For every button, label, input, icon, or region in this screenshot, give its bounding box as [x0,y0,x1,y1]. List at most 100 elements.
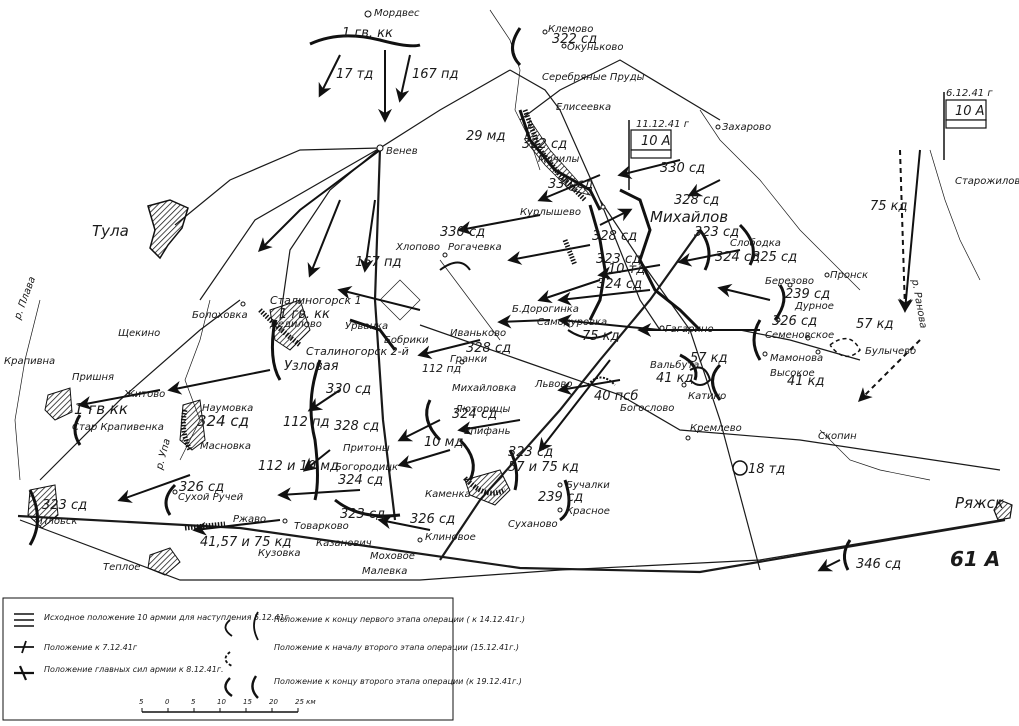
unit-label: 323 сд [340,507,385,522]
legend-label: Положение к концу первого этапа операции… [274,615,525,624]
unit-label: 330 сд [660,161,705,176]
town-label: Высокое [770,368,815,379]
flag-10a-0612: 6.12.41 г 10 А [943,88,993,160]
town-label: Дурное [794,301,834,312]
unit-label: 167 пд [412,67,458,82]
attack-arrows [77,50,921,572]
legend-label: Исходное положение 10 армии для наступле… [44,613,289,622]
town-label: Плоьск [40,516,77,527]
river-label: р. Упа [154,438,173,472]
legend-item: Положение к 7.12.41г [14,640,138,654]
unit-label: 75 кд [582,329,620,344]
town-markers [172,10,830,543]
town-label: Сухой Ручей [178,492,244,503]
town-label: Епифань [464,426,511,437]
town-label: Курлышево [520,207,581,218]
unit-label: 1 гв. кк [279,307,330,322]
town-label: Березово [765,276,814,287]
unit-label: 326 сд [410,512,455,527]
unit-label: 328 сд [466,341,511,356]
positions [27,119,1013,576]
unit-label: 325 сд [752,250,797,265]
town-label: Пронск [830,270,868,281]
unit-label: 41 кд [656,371,694,386]
town-label: Иваньково [450,328,506,339]
town-label: Львово [534,379,572,390]
town-label: Суханово [508,519,558,530]
legend-label: Положение к концу второго этапа операции… [274,677,522,686]
unit-label: 10 мд [424,435,463,450]
town-label: Дедилово [269,319,322,330]
ryazhsk-city-symbol [993,499,1013,521]
unit-label: 323 сд [596,252,641,267]
legend-label: Положение к 7.12.41г [44,643,138,652]
scale-tick-label: 5 [139,698,144,706]
unit-label: 1 гв кк [74,400,128,418]
unit-label: 322 сд [522,137,567,152]
unit-label: 323 сд [694,225,739,240]
unit-label: 326 сд [179,480,224,495]
railways [17,147,1006,574]
town-label: Слободка [730,237,781,249]
town-label: Окуньково [567,42,623,53]
unit-label: 328 сд [592,229,637,244]
unit-label: 18 тд [748,462,785,477]
unit-label: 57 кд [690,351,728,366]
legend-label: Положение к началу второго этапа операци… [274,643,519,652]
unit-label: 75 кд [870,199,908,214]
river-label: р. Плава [12,275,38,322]
town-label: Семеновское [765,330,834,341]
unit-label: 324 сд [338,473,383,488]
unit-label: 330 сд [440,225,485,240]
unit-label: 324 сд [197,412,249,430]
unit-label: 330 сд [548,177,593,192]
unit-label: 17 тд [336,67,373,82]
town-label: Самодуровка [537,317,607,328]
town-label: Михайловка [452,383,516,394]
town-label: Щекино [118,328,160,339]
town-label: Венев [386,146,418,157]
unit-labels: 1 гв. кк 17 тд 167 пд 322 сд 29 мд 322 с… [42,26,1000,572]
legend-item: Положение к концу первого этапа операции… [224,611,525,641]
town-label: Кузовка [258,548,301,559]
town-label: Теплое [103,562,140,573]
town-label: Сталиногорск 2-й [306,345,409,358]
town-label: Мордвес [374,8,420,19]
unit-label: 112 и 10 мд [258,459,339,474]
town-label: Клемово [548,24,593,35]
unit-label: 112 пд [422,362,461,375]
town-label: Крапивна [4,356,55,367]
town-label: Болоховка [192,310,248,321]
legend-item: Исходное положение 10 армии для наступле… [14,613,289,627]
unit-label: 324 сд [597,277,642,292]
town-label: Сталиногорск 1 [270,294,362,307]
town-labels: Тула Мордвес Венев Клемово Окуньково Сер… [4,8,1019,577]
unit-label: 1 гв. кк [342,26,393,41]
town-label: Мочилы [538,154,580,165]
town-label: Каменка [425,489,471,500]
legend-item: Положение главных сил армии к 8.12.41г. [14,665,224,681]
town-label: Притоны [343,443,390,454]
town-label: Серебряные Пруды [542,71,645,83]
scale-tick-label: 5 [191,698,196,706]
town-label: Б.Дорогинка [512,304,579,315]
town-label: Люторицы [454,404,511,415]
town-label: Товарково [294,521,349,532]
flag-label: 10 А [641,134,671,149]
unit-label: 41,57 и 75 кд [200,535,291,550]
town-label: Богослово [620,403,674,414]
tula-city-symbol [147,199,189,260]
town-label: Рогачевка [448,242,502,253]
scale-tick-label: 15 [243,698,252,706]
unit-label: 330 сд [326,382,371,397]
unit-label: 112 пд [283,415,329,430]
flag-label: 10 А [955,104,985,119]
unit-label: 323 сд [42,498,87,513]
town-label: Гагарино [665,324,714,335]
town-label: Скопин [818,431,857,442]
unit-label: 326 сд [772,314,817,329]
unit-label: 29 мд [466,129,505,144]
unit-label: 167 пд [355,255,401,270]
unit-label: 328 сд [674,193,719,208]
town-label: Старожилово [955,176,1019,187]
